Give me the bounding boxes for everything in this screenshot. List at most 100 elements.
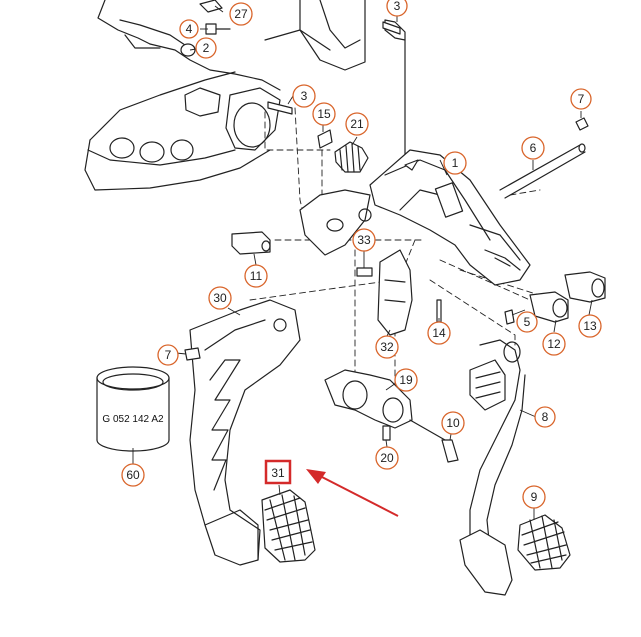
callout-label: 14 [432,326,446,340]
callout-27: 27 [229,2,253,26]
callout-circle [375,446,399,470]
callout-label: 10 [446,416,460,430]
pedal-pad-31 [261,489,316,563]
callout-label: 33 [357,233,371,247]
sensor-13 [564,271,606,303]
callout-circle [521,136,545,160]
switch-11 [231,231,271,255]
callout-circle [522,485,546,509]
callout-label: 8 [542,410,549,424]
callout-11: 11 [244,264,268,288]
callout-label: 21 [350,117,364,131]
callout-13: 13 [578,314,602,338]
sleeve-60 [96,366,170,452]
callout-circle [312,102,336,126]
callout-2: 2 [195,37,217,59]
bolt-33 [356,267,373,277]
clip-7-upper [575,117,589,131]
callout-19: 19 [394,368,418,392]
nut-27 [199,0,223,13]
callout-7: 7 [157,344,179,366]
bolt-5 [504,309,515,325]
callout-circle [570,88,592,110]
callout-circle [516,311,538,333]
bolt-20 [382,425,391,441]
callout-circle [157,344,179,366]
callout-circle [229,2,253,26]
callout-label: 7 [578,92,585,106]
clip-15 [317,129,333,149]
callout-circle [121,463,145,487]
nut-2 [180,43,196,57]
callout-circle [534,406,556,428]
master-cylinder-19 [324,369,446,441]
callout-4: 4 [179,19,199,39]
callout-circle [179,19,199,39]
callout-circle [208,286,232,310]
callout-circle [345,112,369,136]
callout-label: 1 [452,156,459,170]
hose-10 [441,439,459,463]
callout-label: 6 [530,141,537,155]
callout-3: 3 [386,0,408,17]
callout-circle [427,321,451,345]
callout-12: 12 [542,332,566,356]
callout-label: 19 [399,373,413,387]
callout-circle [443,151,467,175]
callout-60: 60 [121,463,145,487]
part-marking-60: G 052 142 A2 [102,414,164,425]
callout-label: 12 [547,337,561,351]
pin-3-upper [382,21,401,35]
highlighted-callout-31: 31 [264,459,292,485]
brake-pedal-8 [459,339,526,596]
callout-9: 9 [522,485,546,509]
callout-label: 60 [126,468,140,482]
callout-label: 15 [317,107,331,121]
pedal-pad-9 [517,514,571,571]
callout-label: 20 [380,451,394,465]
callout-label-31: 31 [271,466,285,480]
callout-label: 13 [583,319,597,333]
shaft-6 [499,143,586,199]
clutch-pedal-30 [189,299,301,566]
pedal-bracket-1 [299,149,531,286]
clip-7-lower [184,347,201,361]
callout-label: 32 [380,340,394,354]
callout-label: 4 [186,22,193,36]
highlight-box [264,459,292,485]
callout-32: 32 [375,335,399,359]
callout-14: 14 [427,321,451,345]
callout-circle [352,228,376,252]
callout-circle [578,314,602,338]
callout-label: 7 [165,348,172,362]
callout-21: 21 [345,112,369,136]
callout-30: 30 [208,286,232,310]
callout-label: 5 [524,315,531,329]
leader-lines [132,5,593,520]
callout-circle [441,411,465,435]
callout-label: 30 [213,291,227,305]
spring-21 [334,141,369,173]
callout-circle [375,335,399,359]
callout-1: 1 [443,151,467,175]
bolt-4 [205,23,231,35]
callout-label: 3 [394,0,401,13]
callout-label: 27 [234,7,248,21]
callout-label: 2 [203,41,210,55]
red-arrow [306,469,399,517]
callout-circle [195,37,217,59]
callout-circle [394,368,418,392]
callout-circle [542,332,566,356]
callout-3: 3 [292,84,316,108]
callout-8: 8 [534,406,556,428]
pin-3-lower [267,101,293,115]
callout-7: 7 [570,88,592,110]
callout-circle [244,264,268,288]
callout-label: 11 [250,269,263,283]
callout-15: 15 [312,102,336,126]
callout-5: 5 [516,311,538,333]
callout-6: 6 [521,136,545,160]
callout-label: 3 [301,89,308,103]
callout-circle [292,84,316,108]
